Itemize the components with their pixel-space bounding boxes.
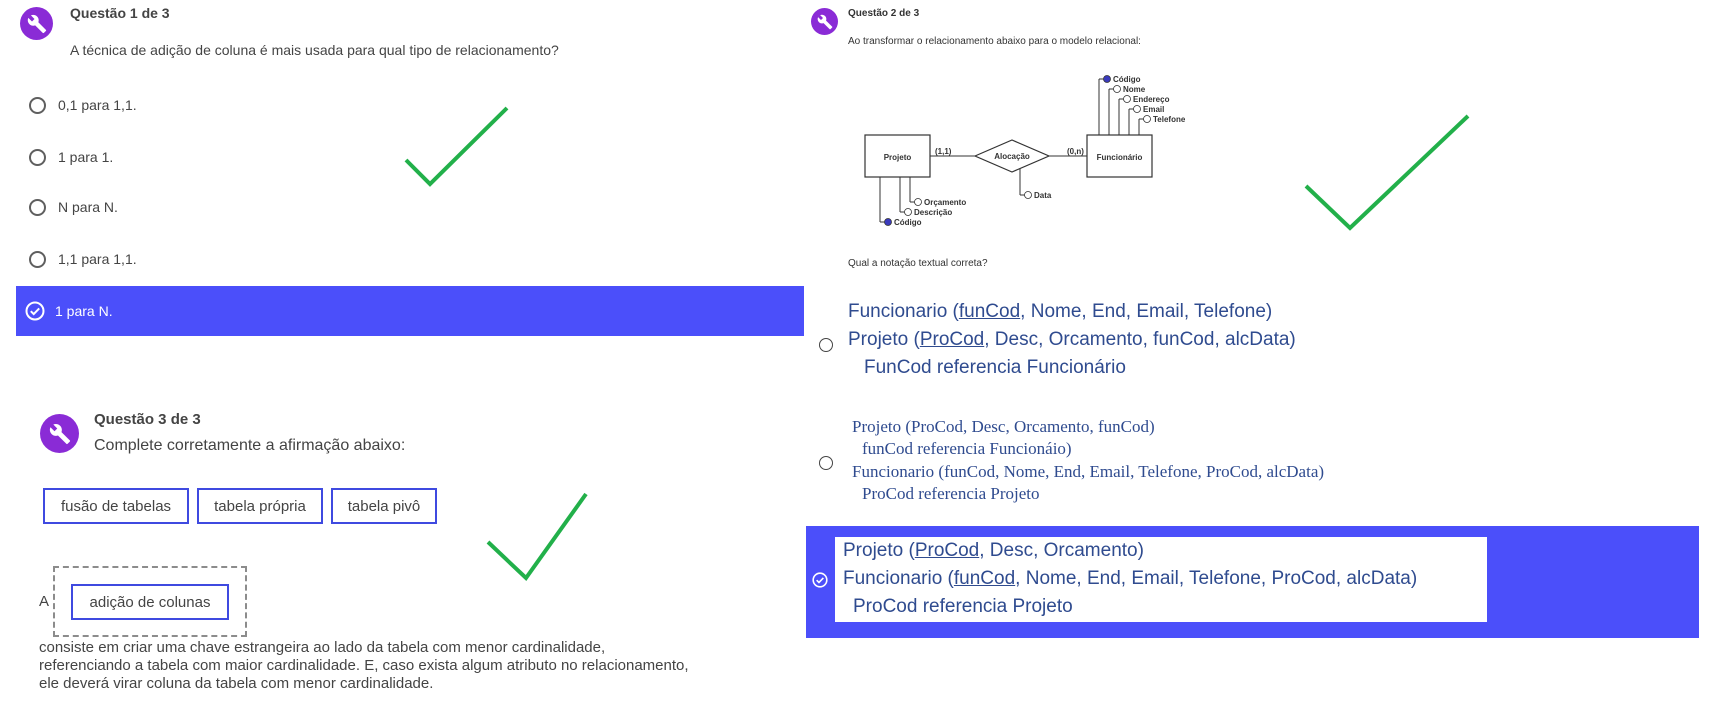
question-text: Complete corretamente a afirmação abaixo… [94,437,406,454]
chip-fusao-de-tabelas[interactable]: fusão de tabelas [43,488,189,524]
sentence-line-2: referenciando a tabela com maior cardina… [39,657,689,674]
option-label: 1,1 para 1,1. [58,251,137,267]
check-circle-icon [25,301,45,321]
option-label: N para N. [58,199,118,215]
drop-zone[interactable] [53,566,247,637]
attribute-icon [1143,115,1151,123]
option-1-1-para-1-1[interactable]: 1,1 para 1,1. [16,234,804,284]
question-title: Questão 1 de 3 [70,5,170,21]
option-n-para-n[interactable]: N para N. [16,182,804,232]
question-title: Questão 3 de 3 [94,411,201,428]
notation-option-a[interactable]: Funcionario (funCod, Nome, End, Email, T… [815,298,1375,384]
wrench-icon [40,414,79,453]
sentence-line-1: consiste em criar uma chave estrangeira … [39,639,606,656]
question-title: Questão 2 de 3 [848,8,920,19]
option-b-line-3: Funcionario (funCod, Nome, End, Email, T… [852,462,1325,481]
key-attribute-icon [884,218,892,226]
notation-option-b[interactable]: Projeto (ProCod, Desc, Orcamento, funCod… [815,416,1405,508]
checkmark-icon [404,106,509,187]
cardinality-left: (1,1) [935,147,952,156]
attr-orcamento: Orçamento [924,198,966,207]
radio-button[interactable] [29,198,46,216]
option-label: 1 para 1. [58,149,114,165]
option-c-line-2: Funcionario (funCod, Nome, End, Email, T… [843,568,1418,589]
option-a-line-1: Funcionario (funCod, Nome, End, Email, T… [848,301,1273,322]
cardinality-right: (0,n) [1067,147,1084,156]
key-attribute-icon [1103,75,1111,83]
attribute-icon [1123,95,1131,103]
attribute-icon [914,198,922,206]
attr-telefone: Telefone [1153,115,1186,124]
attr-endereco: Endereço [1133,95,1170,104]
attribute-icon [1113,85,1121,93]
option-c-line-3: ProCod referencia Projeto [853,596,1073,617]
attribute-icon [1024,191,1032,199]
option-b-line-2: funCod referencia Funcionáio) [862,439,1072,458]
check-circle-icon [812,572,828,588]
radio-button[interactable] [819,456,833,470]
sentence-line-3: ele deverá virar coluna da tabela com me… [39,675,434,692]
answer-chip[interactable]: adição de colunas [71,584,229,620]
option-label: 0,1 para 1,1. [58,97,137,113]
attr-codigo-left: Código [894,218,922,227]
radio-button[interactable] [819,338,833,352]
attr-descricao: Descrição [914,208,952,217]
option-0-1-para-1-1[interactable]: 0,1 para 1,1. [16,80,804,130]
question-prompt: Ao transformar o relacionamento abaixo p… [848,36,1141,47]
attr-nome: Nome [1123,85,1146,94]
notation-image: Projeto (ProCod, Desc, Orcamento) Funcio… [835,537,1487,622]
sentence-start: A [39,593,50,610]
chip-tabela-pivo[interactable]: tabela pivô [331,488,437,524]
option-label: 1 para N. [55,303,113,319]
radio-button[interactable] [29,250,46,268]
option-1-para-1[interactable]: 1 para 1. [16,132,804,182]
checkmark-icon [486,492,588,582]
entity-funcionario-label: Funcionário [1097,153,1143,162]
question-text: Qual a notação textual correta? [848,258,988,269]
entity-projeto [864,134,931,178]
option-c-line-1: Projeto (ProCod, Desc, Orcamento) [843,540,1144,561]
attribute-icon [1133,105,1141,113]
attr-email: Email [1143,105,1164,114]
relationship-alocacao [973,139,1051,173]
wrench-icon [811,8,838,35]
entity-projeto-label: Projeto [884,153,912,162]
attr-data: Data [1034,191,1052,200]
radio-button[interactable] [29,96,46,114]
attr-codigo-right: Código [1113,75,1141,84]
checkmark-icon [1304,114,1470,231]
wrench-icon [20,7,53,40]
chip-tabela-propria[interactable]: tabela própria [197,488,323,524]
radio-button[interactable] [29,148,46,166]
notation-option-c-selected[interactable]: Projeto (ProCod, Desc, Orcamento) Funcio… [806,526,1699,638]
option-1-para-n-selected[interactable]: 1 para N. [16,286,804,336]
attribute-icon [904,208,912,216]
option-b-line-4: ProCod referencia Projeto [862,484,1040,503]
er-diagram: Código Nome Endereço Email Telefone Proj… [864,75,1186,227]
question-text: A técnica de adição de coluna é mais usa… [70,42,559,58]
relationship-label: Alocação [994,152,1030,161]
option-a-line-3: FunCod referencia Funcionário [864,357,1126,378]
option-b-line-1: Projeto (ProCod, Desc, Orcamento, funCod… [852,417,1155,436]
option-a-line-2: Projeto (ProCod, Desc, Orcamento, funCod… [848,329,1296,350]
